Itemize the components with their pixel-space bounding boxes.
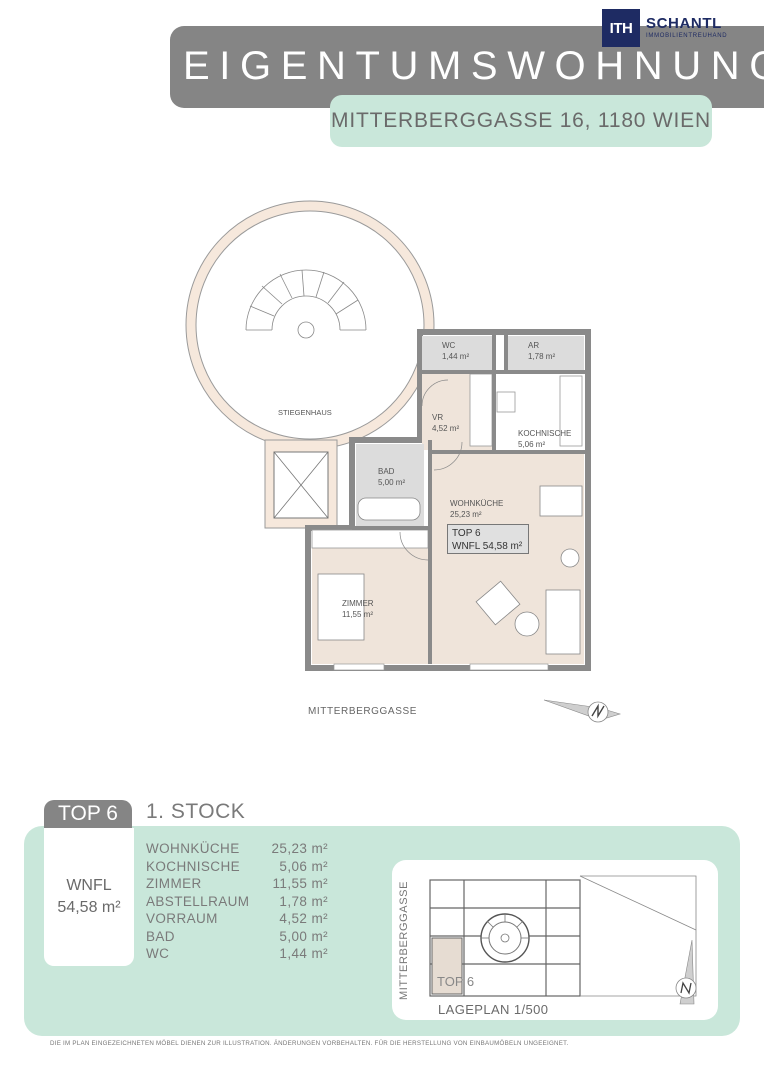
wardrobe [311, 529, 429, 549]
logo-mark: ITH [602, 9, 640, 47]
address-band: MITTERBERGGASSE 16, 1180 WIEN [330, 95, 712, 147]
room-wc [422, 336, 492, 370]
plan-room-name: ZIMMER [342, 599, 374, 608]
plan-room-area: 4,52 m² [432, 424, 460, 433]
table-row: VORRAUM 4,52 m² [146, 910, 328, 928]
room-name: WC [146, 946, 170, 961]
stair-tower [185, 200, 435, 529]
table-row: WOHNKÜCHE 25,23 m² [146, 840, 328, 858]
address-text: MITTERBERGGASSE 16, 1180 WIEN [331, 109, 711, 132]
company-logo: ITH SCHANTL IMMOBILIENTREUHAND [602, 8, 727, 48]
plan-room-wohnkueche: WOHNKÜCHE 25,23 m² [450, 498, 503, 520]
plan-room-zimmer: ZIMMER 11,55 m² [342, 598, 374, 620]
stair-label: STIEGENHAUS [278, 408, 332, 417]
plan-room-vr: VR 4,52 m² [432, 412, 459, 434]
room-name: BAD [146, 928, 175, 944]
plan-room-name: WOHNKÜCHE [450, 499, 504, 508]
plan-room-kochnische: KOCHNISCHE 5,06 m² [518, 428, 571, 450]
unit-box: TOP 6 WNFL 54,58 m² [447, 524, 529, 554]
wnfl-value: 54,58 m² [57, 899, 121, 916]
logo-text: SCHANTL IMMOBILIENTREUHAND [646, 16, 727, 40]
street-label: MITTERBERGGASSE [308, 706, 418, 717]
title-band [170, 26, 764, 108]
plan-room-area: 5,00 m² [378, 478, 406, 487]
unit-tab: TOP 6 [44, 800, 132, 828]
room-area: 1,78 m² [279, 893, 328, 909]
wnfl-card: WNFL 54,58 m² [44, 828, 134, 966]
room-area: 4,52 m² [279, 911, 328, 926]
floor-plan [185, 200, 622, 723]
table-row: ZIMMER 11,55 m² [146, 875, 328, 893]
plan-room-bad: BAD 5,00 m² [378, 466, 405, 488]
vr-wardrobe [469, 373, 493, 447]
room-area: 11,55 m² [272, 876, 328, 891]
plan-room-area: 1,78 m² [528, 352, 556, 361]
unit-box-title: TOP 6 [452, 528, 481, 539]
site-plan-card [392, 860, 718, 1020]
plan-room-name: KOCHNISCHE [518, 429, 572, 438]
room-name: WOHNKÜCHE [146, 841, 240, 856]
page-title: EIGENTUMSWOHNUNG [183, 44, 764, 88]
stair-tower-inner [195, 210, 425, 440]
site-plan-caption: LAGEPLAN 1/500 [438, 1002, 549, 1017]
floor-label: 1. STOCK [146, 800, 246, 823]
north-arrow-icon [543, 699, 622, 723]
plan-room-name: VR [432, 413, 444, 422]
apartment [305, 329, 591, 671]
room-name: ZIMMER [146, 876, 202, 891]
logo-name: SCHANTL [646, 15, 722, 32]
room-name: ABSTELLRAUM [146, 893, 250, 909]
disclaimer: DIE IM PLAN EINGEZEICHNETEN MÖBEL DIENEN… [50, 1040, 569, 1047]
plan-room-name: AR [528, 341, 540, 350]
room-area: 5,06 m² [279, 858, 328, 874]
plan-room-ar: AR 1,78 m² [528, 340, 555, 362]
plan-room-wc: WC 1,44 m² [442, 340, 469, 362]
site-unit-label: TOP 6 [437, 974, 475, 989]
room-name: KOCHNISCHE [146, 858, 241, 874]
room-ar [508, 336, 584, 370]
table-row: KOCHNISCHE 5,06 m² [146, 858, 328, 876]
table-row: ABSTELLRAUM 1,78 m² [146, 893, 328, 911]
spiral-stair [245, 269, 367, 339]
room-area: 25,23 m² [271, 841, 328, 856]
plan-room-area: 1,44 m² [442, 352, 470, 361]
wnfl-label: WNFL [66, 877, 112, 894]
room-table: WOHNKÜCHE 25,23 m² KOCHNISCHE 5,06 m² ZI… [146, 840, 328, 963]
room-name: VORRAUM [146, 911, 218, 926]
plan-room-name: WC [442, 341, 456, 350]
logo-subtitle: IMMOBILIENTREUHAND [646, 33, 728, 39]
plan-room-area: 11,55 m² [342, 610, 373, 619]
room-area: 5,00 m² [279, 928, 328, 944]
plan-room-area: 25,23 m² [450, 510, 482, 519]
room-area: 1,44 m² [279, 946, 328, 961]
table-row: BAD 5,00 m² [146, 928, 328, 946]
table-row: WC 1,44 m² [146, 945, 328, 963]
site-street-label: MITTERBERGGASSE [398, 880, 410, 1000]
plan-room-name: BAD [378, 467, 395, 476]
plan-room-area: 5,06 m² [518, 440, 546, 449]
unit-box-area: WNFL 54,58 m² [452, 541, 523, 552]
